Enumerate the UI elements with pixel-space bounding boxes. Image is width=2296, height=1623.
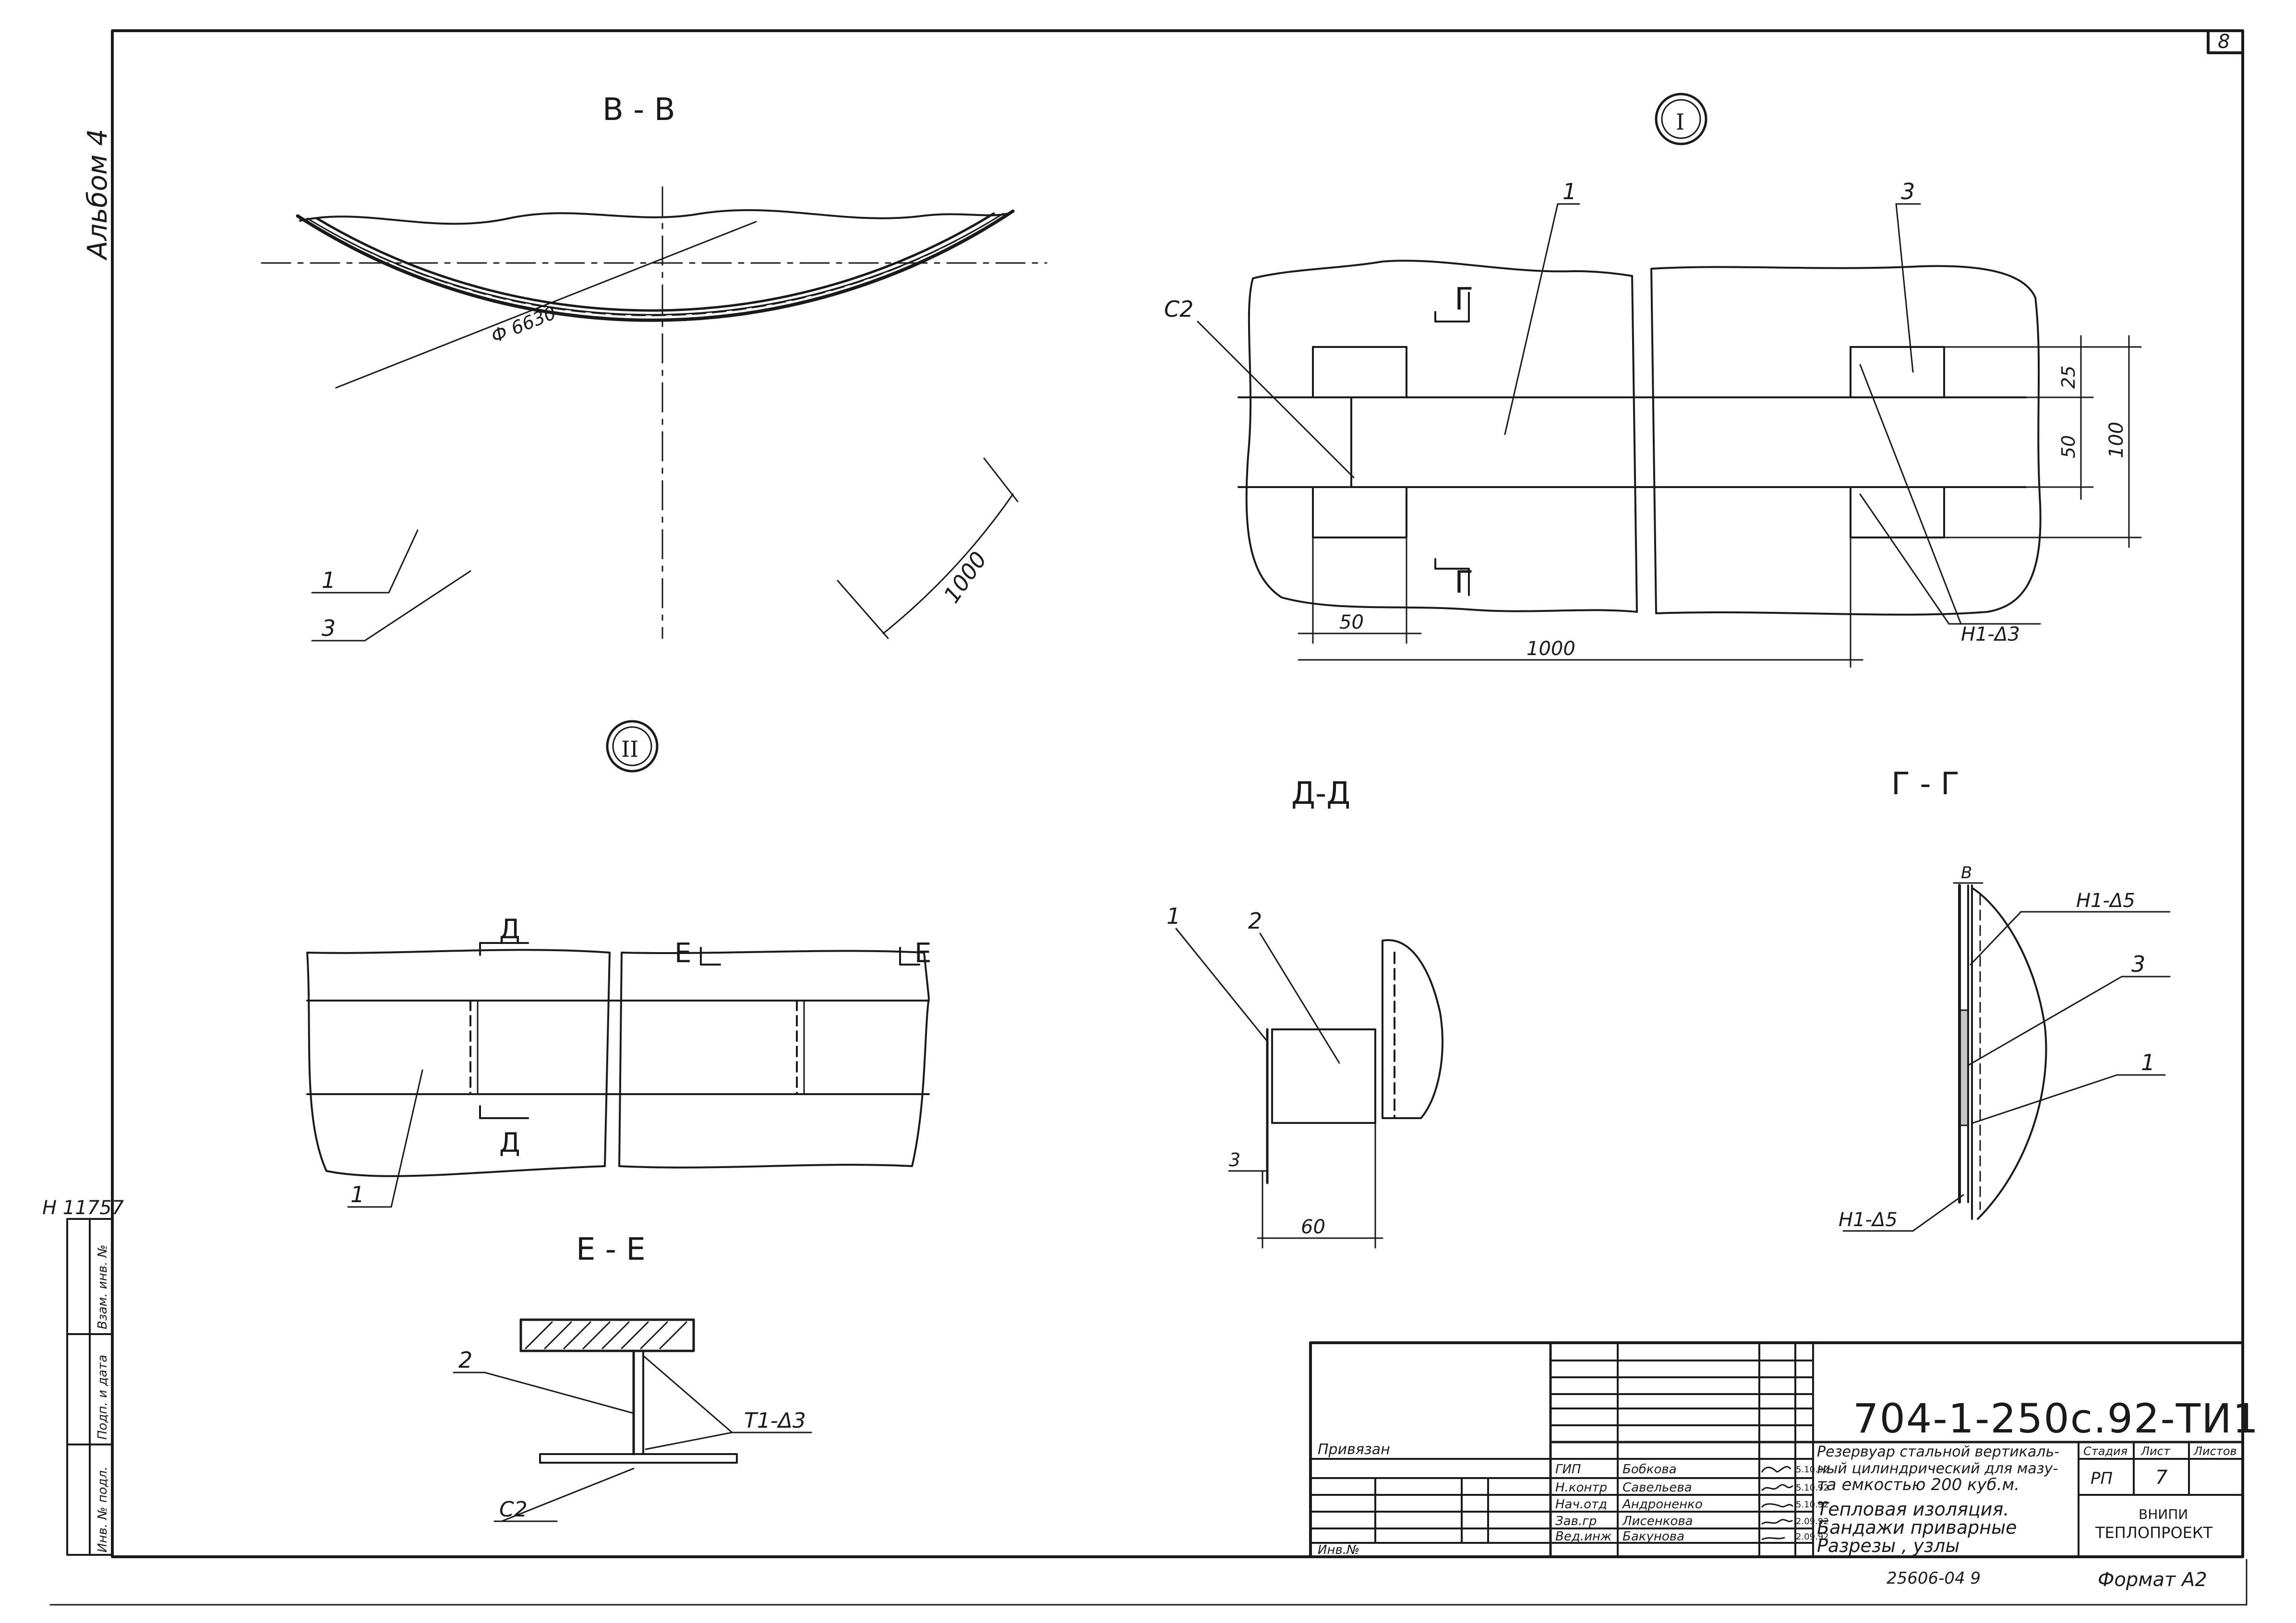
side-stamp [66, 1218, 113, 1556]
node-1-dim-100: 100 [2105, 422, 2128, 458]
col-sheets-label: Листов [2193, 1444, 2237, 1458]
section-e-e-title: Е - Е [576, 1232, 646, 1267]
drawing-code: 704-1-250с.92-ТИ1 [1853, 1395, 2259, 1442]
node-2-title: II [621, 736, 638, 762]
signatures [1761, 1466, 1794, 1540]
side-stamp-label-3: Инв. № подл. [96, 1467, 110, 1552]
node-2 [306, 720, 930, 1208]
inventory-number: Н 11757 [42, 1197, 124, 1219]
section-e-e-weld: Т1-Δ3 [744, 1408, 806, 1433]
date-0: 5.10.92 [1796, 1465, 1829, 1475]
node-2-callout-1: 1 [350, 1181, 364, 1207]
name-3: Лисенкова [1622, 1514, 1693, 1528]
view-b-b-title: В - В [602, 92, 675, 128]
node-1-weld: Н1-Δ3 [1961, 623, 2020, 645]
name-0: Бобкова [1623, 1462, 1677, 1477]
view-b-b-callout-1: 1 [322, 567, 336, 593]
sheet-title-line-3: Разрезы , узлы [1817, 1535, 1959, 1556]
node-1-dim-50v: 50 [2058, 435, 2079, 458]
section-g-g [1842, 882, 2171, 1232]
stage-value: РП [2091, 1469, 2113, 1488]
section-e-e-callout-2: 2 [458, 1347, 472, 1373]
node-1-section-mark-bottom: Г [1455, 565, 1473, 600]
view-b-b [261, 186, 1047, 642]
sheet-title-line-1: Тепловая изоляция. [1817, 1499, 2009, 1520]
section-g-g-weld-top: Н1-Δ5 [2076, 890, 2135, 912]
section-g-g-weld-bottom: Н1-Δ5 [1839, 1209, 1898, 1231]
object-line-2: ный цилиндрический для мазу- [1817, 1460, 2058, 1477]
section-d-d-callout-1: 1 [1166, 903, 1180, 929]
section-g-g-callout-3: 3 [2131, 951, 2145, 977]
role-3: Зав.гр [1555, 1514, 1597, 1528]
view-b-b-arc-dim: 1000 [938, 547, 992, 608]
copy-number: 25606-04 9 [1887, 1569, 1981, 1588]
col-sheet-label: Лист [2140, 1444, 2171, 1458]
object-line-3: та емкостью 200 куб.м. [1817, 1475, 2020, 1494]
section-g-g-dim-b: В [1961, 863, 1972, 883]
node-1-dim-25: 25 [2058, 366, 2079, 389]
date-3: 2.09.92 [1796, 1516, 1829, 1527]
node-1-dim-50h: 50 [1339, 611, 1364, 633]
node-2-mark-d-top: Д [499, 914, 520, 945]
node-1-section-mark-top: Г [1455, 282, 1473, 317]
section-d-d [1175, 928, 1443, 1249]
role-0: ГИП [1555, 1462, 1581, 1477]
node-1-dim-1000: 1000 [1527, 638, 1575, 660]
date-2: 5.10.92 [1796, 1500, 1829, 1510]
node-1-s2: С2 [1164, 296, 1193, 322]
name-4: Бакунова [1623, 1529, 1684, 1544]
section-e-e-s2: С2 [499, 1497, 528, 1522]
album-label: Альбом 4 [82, 129, 113, 261]
role-2: Нач.отд [1555, 1497, 1607, 1512]
side-stamp-label-2: Подп. и дата [96, 1355, 110, 1440]
sheet-frame [49, 29, 2248, 1606]
sheet-number: 8 [2218, 31, 2230, 53]
node-1-title: I [1676, 109, 1684, 135]
date-1: 5.10.92 [1796, 1483, 1829, 1493]
sheet-no-value: 7 [2155, 1467, 2168, 1489]
title-block [1309, 1341, 2244, 1558]
inv-no-label: Инв.№ [1318, 1543, 1359, 1557]
node-2-mark-e-left: Е [674, 938, 691, 969]
node-2-mark-e-right: Е [914, 938, 931, 969]
section-d-d-dim-3: 3 [1229, 1149, 1240, 1170]
section-d-d-title: Д-Д [1291, 776, 1350, 812]
node-2-mark-d-bottom: Д [499, 1127, 520, 1158]
view-b-b-callout-3: 3 [322, 615, 336, 641]
side-stamp-label-1: Взам. инв. № [96, 1244, 110, 1329]
section-e-e [453, 1318, 812, 1522]
format-label: Формат А2 [2098, 1569, 2207, 1591]
section-d-d-dim-60: 60 [1301, 1216, 1325, 1238]
role-1: Н.контр [1555, 1480, 1607, 1495]
col-stage-label: Стадия [2083, 1444, 2128, 1458]
section-g-g-callout-1: 1 [2141, 1050, 2155, 1075]
node-1-callout-3: 3 [1901, 179, 1915, 204]
name-1: Савельева [1623, 1480, 1692, 1495]
org-line-1: ВНИПИ [2139, 1506, 2188, 1522]
date-4: 2.09.92 [1796, 1532, 1829, 1542]
sheet-title-line-2: Бандажи приварные [1817, 1517, 2017, 1538]
name-2: Андроненко [1622, 1497, 1703, 1512]
section-g-g-title: Г - Г [1891, 766, 1959, 802]
node-1-callout-1: 1 [1563, 179, 1576, 204]
org-line-2: ТЕПЛОПРОЕКТ [2095, 1524, 2213, 1542]
privyazan-label: Привязан [1318, 1441, 1390, 1458]
section-d-d-callout-2: 2 [1248, 908, 1262, 934]
node-1 [1197, 93, 2142, 668]
object-line-1: Резервуар стальной вертикаль- [1817, 1444, 2059, 1460]
role-4: Вед.инж [1555, 1529, 1612, 1544]
